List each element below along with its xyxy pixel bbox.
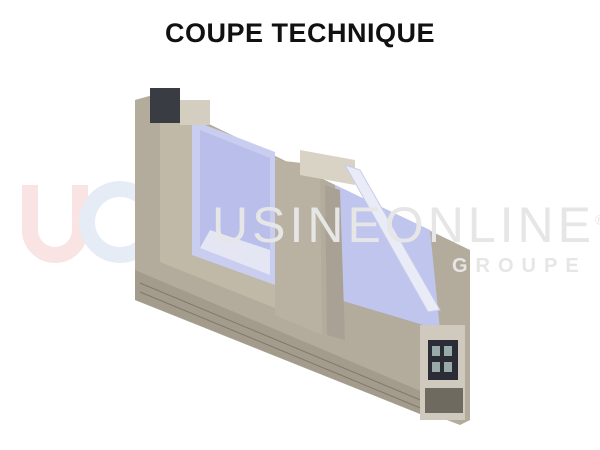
profile-section bbox=[150, 88, 465, 420]
watermark-name-text: USINEONLINE bbox=[212, 197, 595, 253]
watermark-group: GROUPE bbox=[452, 255, 587, 277]
registered-mark: ® bbox=[595, 211, 600, 227]
glass-pane-edge bbox=[343, 164, 441, 313]
page-title: COUPE TECHNIQUE bbox=[164, 18, 436, 48]
watermark-logo bbox=[22, 181, 161, 263]
middle-mullion bbox=[275, 160, 322, 335]
watermark-name: USINEONLINE® bbox=[212, 196, 600, 254]
right-glass bbox=[335, 185, 440, 330]
